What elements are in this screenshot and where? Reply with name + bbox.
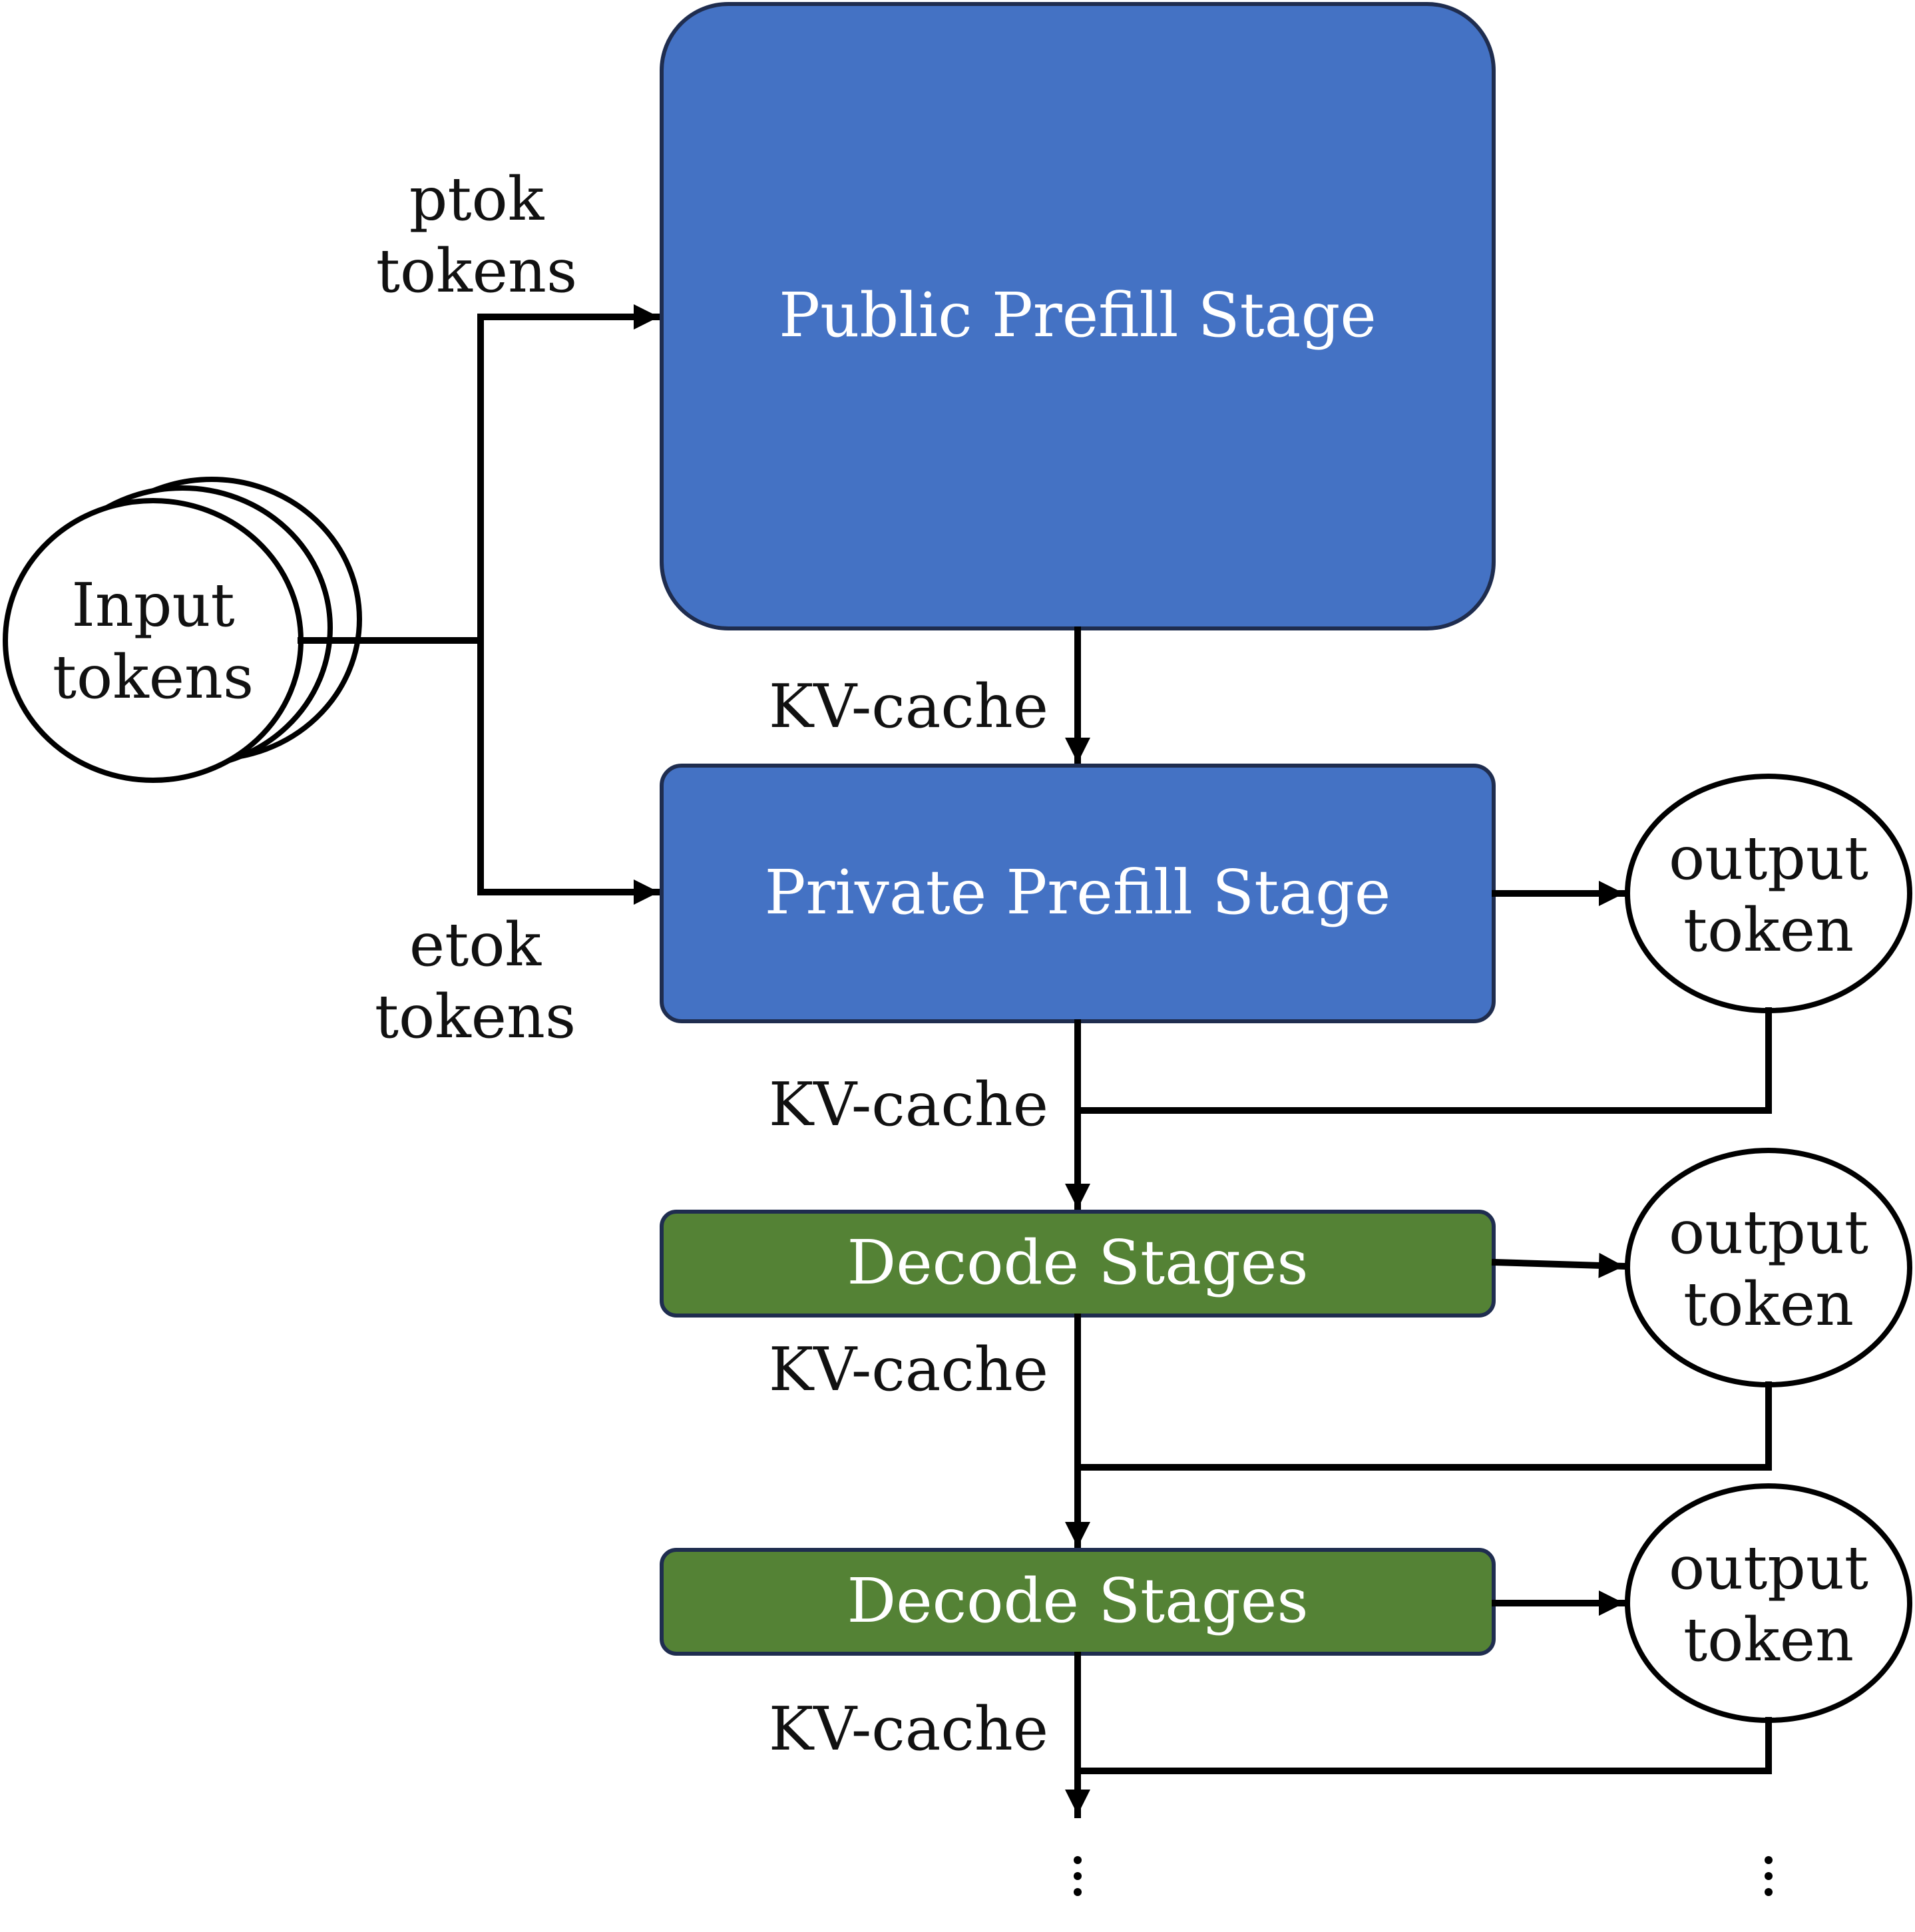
kv-cache-label-4: KV-cache <box>769 1694 1048 1764</box>
continuation-dots-center <box>1074 1856 1082 1896</box>
decode-label-2: Decode Stages <box>847 1565 1308 1636</box>
ptok-label-line2: tokens <box>376 236 577 306</box>
kv-cache-label-3: KV-cache <box>769 1335 1048 1405</box>
output-1-line2: token <box>1683 895 1854 965</box>
ptok-label-line1: ptok <box>409 164 545 234</box>
input-label-line2: tokens <box>53 642 254 712</box>
output-arrow-2 <box>1491 1252 1628 1278</box>
private-prefill-stage: Private Prefill Stage <box>660 764 1496 1023</box>
output-3-line1: output <box>1669 1533 1868 1603</box>
input-tokens-stack: Input tokens <box>3 477 362 783</box>
output-1-line1: output <box>1669 824 1868 893</box>
kv-cache-label-2: KV-cache <box>769 1070 1048 1140</box>
output-feedback-2 <box>1074 1381 1772 1471</box>
input-ellipse-front <box>3 498 304 783</box>
input-branch-connector <box>298 304 662 905</box>
output-token-3: output token <box>1625 1483 1912 1723</box>
decode-label-1: Decode Stages <box>847 1227 1308 1298</box>
output-token-2: output token <box>1625 1148 1912 1387</box>
decode-stage-2: Decode Stages <box>660 1548 1496 1656</box>
output-feedback-3 <box>1074 1717 1772 1774</box>
kv-cache-label-1: KV-cache <box>769 672 1048 742</box>
output-ellipse-3 <box>1625 1483 1912 1723</box>
output-ellipse-2 <box>1625 1148 1912 1387</box>
output-2-line2: token <box>1683 1270 1854 1339</box>
decode-stage-1: Decode Stages <box>660 1210 1496 1318</box>
output-ellipse-1 <box>1625 774 1912 1013</box>
etok-label-line2: tokens <box>375 982 576 1052</box>
output-3-line2: token <box>1683 1605 1854 1675</box>
continuation-dots-right <box>1765 1856 1773 1896</box>
etok-label-line1: etok <box>409 910 542 980</box>
public-prefill-stage: Public Prefill Stage <box>660 2 1496 630</box>
output-2-line1: output <box>1669 1198 1868 1268</box>
public-prefill-label: Public Prefill Stage <box>779 280 1377 351</box>
input-label-line1: Input <box>71 571 234 640</box>
output-token-1: output token <box>1625 774 1912 1013</box>
private-prefill-label: Private Prefill Stage <box>765 857 1391 928</box>
output-feedback-1 <box>1074 1007 1772 1114</box>
